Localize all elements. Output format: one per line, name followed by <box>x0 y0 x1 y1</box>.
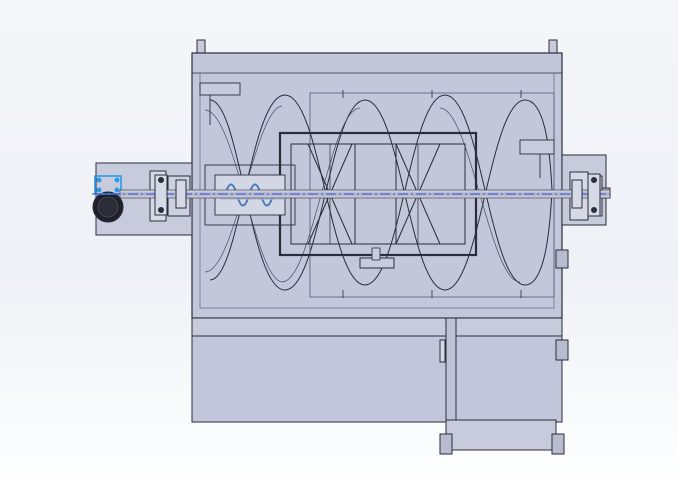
support-frame <box>191 249 569 455</box>
bolt-marks <box>342 90 522 298</box>
main-shaft <box>92 189 611 199</box>
bearings <box>154 173 601 217</box>
motor-end-cap[interactable] <box>92 175 124 223</box>
top-mount-tabs <box>196 39 558 55</box>
